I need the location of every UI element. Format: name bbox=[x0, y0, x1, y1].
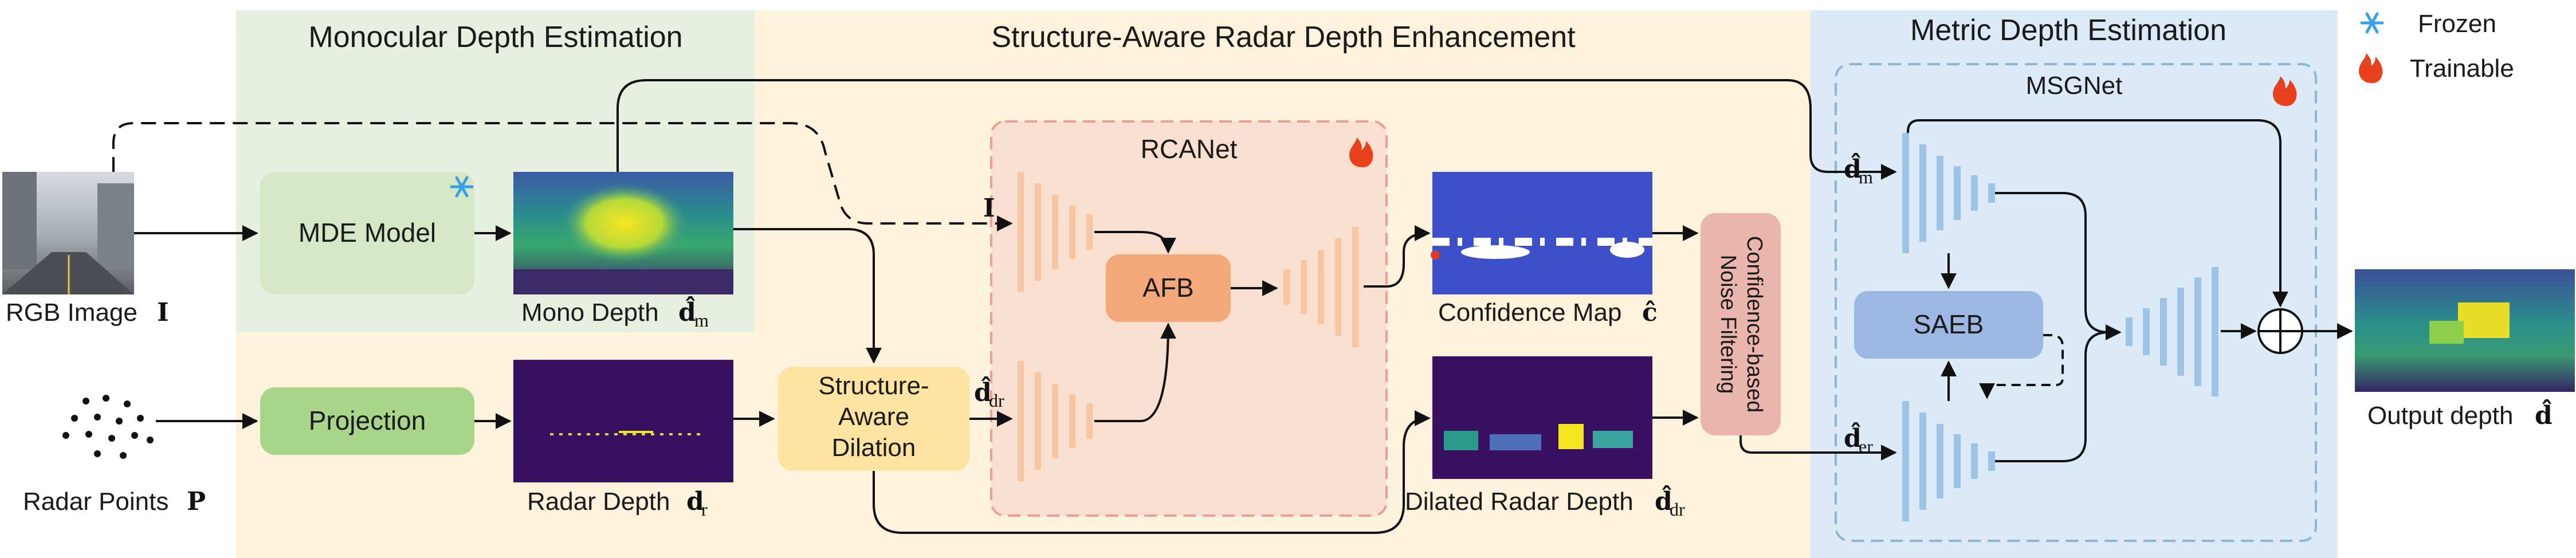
rgb-image-thumbnail bbox=[2, 172, 134, 294]
arrow-saeb-feedback bbox=[1979, 334, 2064, 399]
rgb-image-symbol: I bbox=[157, 298, 169, 327]
flame-icon bbox=[2358, 53, 2383, 83]
msgnet-decoder bbox=[2126, 267, 2218, 396]
projection-box bbox=[260, 387, 474, 455]
radar-points-symbol: P bbox=[187, 487, 206, 516]
sum-node bbox=[2257, 308, 2303, 354]
confidence-map bbox=[1431, 172, 1652, 294]
arrow-cnf-to-msgnet bbox=[1739, 435, 1897, 461]
arrow-mono-to-msgnet bbox=[616, 79, 1897, 180]
rcanet-decoder bbox=[1283, 227, 1358, 347]
sad-label-line1: Structure- bbox=[818, 372, 929, 400]
confidence-map-label: Confidence Map bbox=[1438, 298, 1621, 327]
output-depth-map bbox=[2355, 269, 2575, 392]
dm-arrow-symbol: d̂ bbox=[1844, 152, 1862, 184]
cnf-label-line2: Noise Filtering bbox=[1716, 255, 1740, 394]
mono-depth-subscript: m bbox=[694, 310, 709, 331]
radar-depth-map bbox=[513, 360, 733, 482]
mde-snowflake-icon bbox=[450, 176, 474, 198]
rcanet-label: RCANet bbox=[1141, 134, 1238, 164]
msgnet-mono-encoder bbox=[1902, 133, 1995, 253]
mde-model-label: MDE Model bbox=[299, 218, 436, 247]
radar-points-label: Radar Points bbox=[23, 488, 168, 516]
image-input-label: I bbox=[983, 194, 995, 223]
arrow-radenc-to-afb bbox=[1094, 323, 1176, 422]
sad-label-line2: Aware bbox=[838, 403, 909, 431]
arrow-radenc-to-decoder bbox=[1995, 331, 2109, 462]
afb-label: AFB bbox=[1142, 273, 1193, 302]
sad-label-line3: Dilation bbox=[832, 434, 916, 462]
arrow-decoder-to-confidence bbox=[1364, 225, 1431, 288]
snowflake-icon bbox=[2360, 12, 2384, 34]
arrow-mono-to-sad bbox=[733, 228, 882, 364]
rgb-image-label: RGB Image bbox=[6, 298, 138, 327]
section-title-mono: Monocular Depth Estimation bbox=[308, 21, 682, 54]
cnf-box bbox=[1701, 213, 1781, 435]
confidence-map-symbol: ĉ bbox=[1642, 298, 1658, 327]
rcanet-image-encoder bbox=[1018, 172, 1093, 292]
output-depth-label: Output depth bbox=[2367, 402, 2513, 430]
arrow-skip-to-sum bbox=[1907, 119, 2288, 308]
arrow-imgenc-to-afb bbox=[1094, 231, 1176, 254]
arrow-rgb-to-rcanet bbox=[112, 122, 1013, 231]
der-arrow-symbol: d̂ bbox=[1844, 421, 1862, 453]
rcanet-radar-encoder bbox=[1018, 361, 1093, 481]
cnf-label-line1: Confidence-based bbox=[1742, 236, 1766, 412]
mono-depth-map bbox=[513, 172, 733, 294]
saeb-label: SAEB bbox=[1914, 309, 1984, 339]
radar-depth-symbol: d bbox=[686, 487, 704, 516]
msgnet-label: MSGNet bbox=[2026, 72, 2123, 100]
legend-trainable-label: Trainable bbox=[2410, 54, 2514, 82]
dilated-radar-depth-label: Dilated Radar Depth bbox=[1405, 488, 1633, 516]
radar-depth-label: Radar Depth bbox=[527, 488, 670, 516]
section-title-metric: Metric Depth Estimation bbox=[1910, 14, 2226, 47]
mono-depth-symbol: d̂ bbox=[678, 295, 696, 327]
dilated-radar-depth-subscript: dr bbox=[1670, 499, 1685, 520]
saeb-box bbox=[1854, 291, 2043, 359]
ddr-arrow-symbol: d̂ bbox=[974, 375, 992, 407]
dilated-radar-depth-map bbox=[1432, 356, 1652, 479]
arrow-monoenc-to-decoder bbox=[1995, 192, 2122, 340]
rcanet-flame-icon bbox=[1349, 137, 1373, 167]
dilated-radar-depth-symbol: d̂ bbox=[1655, 484, 1672, 516]
output-depth-symbol: d̂ bbox=[2535, 398, 2553, 430]
radar-depth-subscript: r bbox=[701, 499, 708, 520]
legend-frozen-label: Frozen bbox=[2418, 10, 2496, 38]
msgnet-flame-icon bbox=[2272, 76, 2297, 106]
dm-arrow-subscript: m bbox=[1859, 167, 1873, 187]
metric-section-bg bbox=[1811, 10, 2338, 558]
ddr-arrow-subscript: dr bbox=[989, 390, 1004, 411]
msgnet-radar-encoder bbox=[1902, 401, 1995, 521]
projection-label: Projection bbox=[309, 406, 426, 435]
sad-box bbox=[778, 367, 969, 471]
connectors bbox=[112, 79, 2353, 534]
section-title-structure: Structure-Aware Radar Depth Enhancement bbox=[991, 21, 1576, 54]
mde-model-box bbox=[260, 172, 474, 294]
arrow-sad-to-dilated bbox=[873, 410, 1431, 534]
mono-depth-label: Mono Depth bbox=[521, 298, 659, 327]
msgnet-container bbox=[1835, 63, 2317, 542]
afb-box bbox=[1106, 254, 1231, 322]
radar-points-cloud bbox=[62, 395, 154, 459]
